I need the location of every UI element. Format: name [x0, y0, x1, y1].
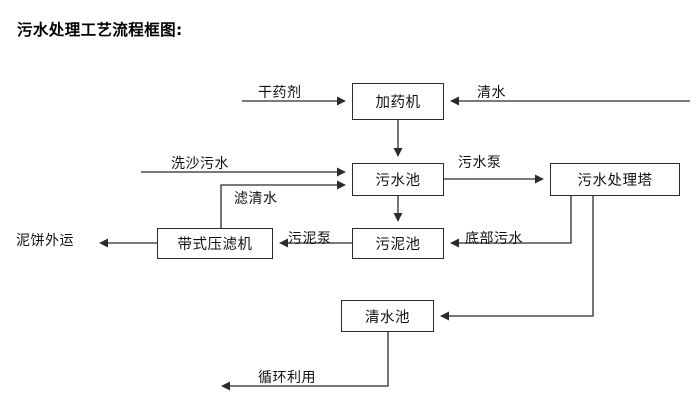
node-label: 清水池 [365, 309, 410, 326]
edge-tower-to-clean-water-pool [440, 196, 594, 321]
node-label: 污水池 [375, 173, 421, 189]
edge-tower-bottom-to-sludge [450, 196, 572, 248]
node-belt-filter-press[interactable]: 带式压滤机 [157, 228, 273, 259]
node-dosing-machine[interactable]: 加药机 [352, 83, 444, 120]
node-clean-water-pool[interactable]: 清水池 [341, 300, 434, 332]
edge-filtrate-to-wastewater-pool [220, 180, 346, 228]
edge-label-wastewater-pump: 污水泵 [458, 155, 502, 171]
edge-label-mud-cake-transport: 泥饼外运 [16, 233, 74, 249]
edge-label-bottom-wastewater: 底部污水 [465, 231, 523, 247]
edge-label-filtered-clear-water: 滤清水 [234, 191, 278, 207]
edge-label-recycle-reuse: 循环利用 [258, 370, 316, 386]
edge-label-sludge-pump: 污泥泵 [288, 231, 332, 247]
page-title: 污水处理工艺流程框图: [17, 21, 183, 39]
node-label: 污泥池 [375, 237, 421, 253]
edge-label-sand-wash-wastewater: 洗沙污水 [171, 156, 229, 172]
node-label: 加药机 [375, 95, 421, 111]
node-label: 带式压滤机 [177, 237, 253, 253]
node-sludge-pool[interactable]: 污泥池 [352, 228, 444, 259]
edge-clean-water-pool-to-recycle [221, 332, 389, 391]
node-label: 污水处理塔 [577, 173, 653, 189]
edge-label-dry-chemical: 干药剂 [258, 85, 302, 101]
node-wastewater-pool[interactable]: 污水池 [352, 163, 444, 196]
node-wastewater-treatment-tower[interactable]: 污水处理塔 [550, 163, 680, 196]
edge-label-clean-water: 清水 [477, 85, 506, 101]
